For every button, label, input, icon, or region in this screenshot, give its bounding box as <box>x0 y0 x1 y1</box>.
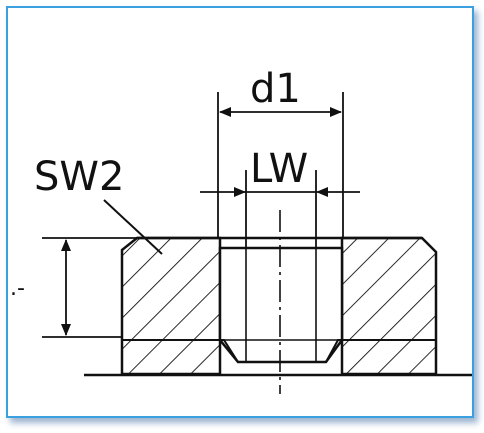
right-section-hatch <box>340 236 438 376</box>
bottom-hatch <box>122 339 436 363</box>
drawing-frame: d1 LW SW2 .- <box>6 6 474 418</box>
lw-label: LW <box>250 146 308 192</box>
lw-arrow-left <box>234 187 246 197</box>
lw-arrow-right <box>316 187 328 197</box>
thread-bore <box>218 246 344 364</box>
sw2-leader <box>103 199 163 255</box>
technical-drawing: d1 LW SW2 .- <box>10 66 472 394</box>
left-section-hatch <box>120 236 222 376</box>
height-marker-label: .- <box>10 276 25 301</box>
d1-label: d1 <box>250 66 301 112</box>
sw2-label: SW2 <box>34 154 124 200</box>
